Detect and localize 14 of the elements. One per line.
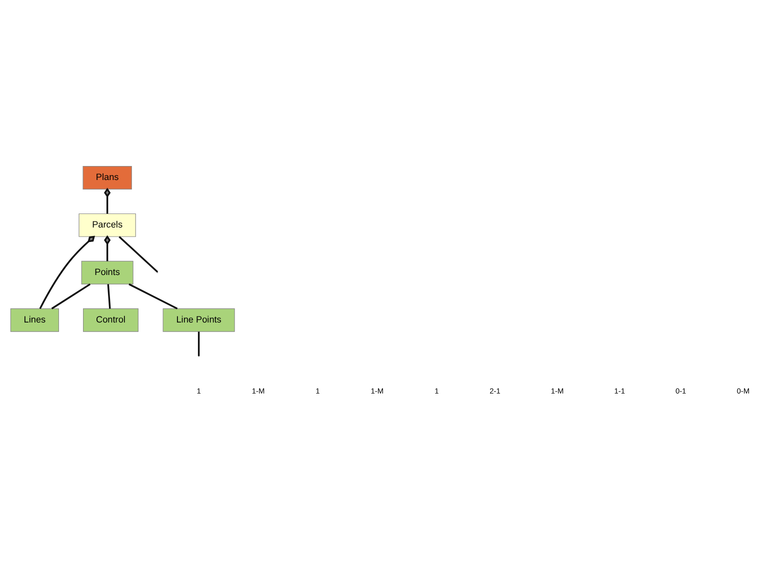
connector — [118, 236, 158, 273]
node-box: Line Points — [162, 308, 235, 332]
connector — [128, 283, 178, 310]
connector — [104, 188, 111, 214]
connector — [51, 283, 91, 310]
node-box: Plans — [82, 166, 132, 190]
connector — [104, 235, 111, 262]
connector — [39, 236, 95, 310]
connector — [198, 332, 200, 356]
node-box: Lines — [10, 308, 59, 332]
node-box: Points — [81, 260, 134, 284]
node-box: Control — [83, 308, 138, 332]
node-box: Parcels — [78, 213, 136, 237]
connector — [107, 284, 111, 309]
